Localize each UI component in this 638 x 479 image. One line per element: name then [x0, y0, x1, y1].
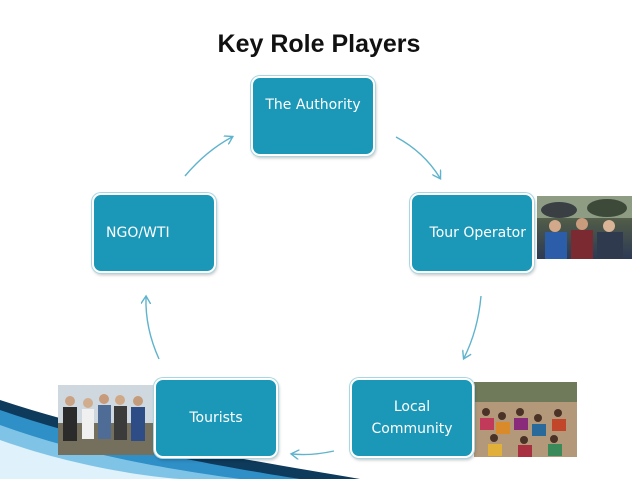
arrow-tour-operator-to-local-community	[464, 295, 482, 358]
arrow-tourists-to-ngo	[146, 297, 160, 360]
node-the-authority: The Authority	[251, 76, 375, 156]
tour-operator-photo	[537, 196, 632, 259]
arrow-local-community-to-tourists	[292, 451, 335, 455]
node-ngo-wti: NGO/WTI	[92, 193, 216, 273]
arrow-authority-to-tour-operator	[395, 136, 440, 178]
node-local-community: Local Community	[350, 378, 474, 458]
local-community-photo	[474, 382, 577, 457]
tourists-photo	[58, 385, 154, 455]
node-tour-operator: Tour Operator	[410, 193, 534, 273]
node-tourists: Tourists	[154, 378, 278, 458]
slide-title: Key Role Players	[217, 30, 421, 58]
arrow-ngo-to-authority	[184, 137, 232, 177]
